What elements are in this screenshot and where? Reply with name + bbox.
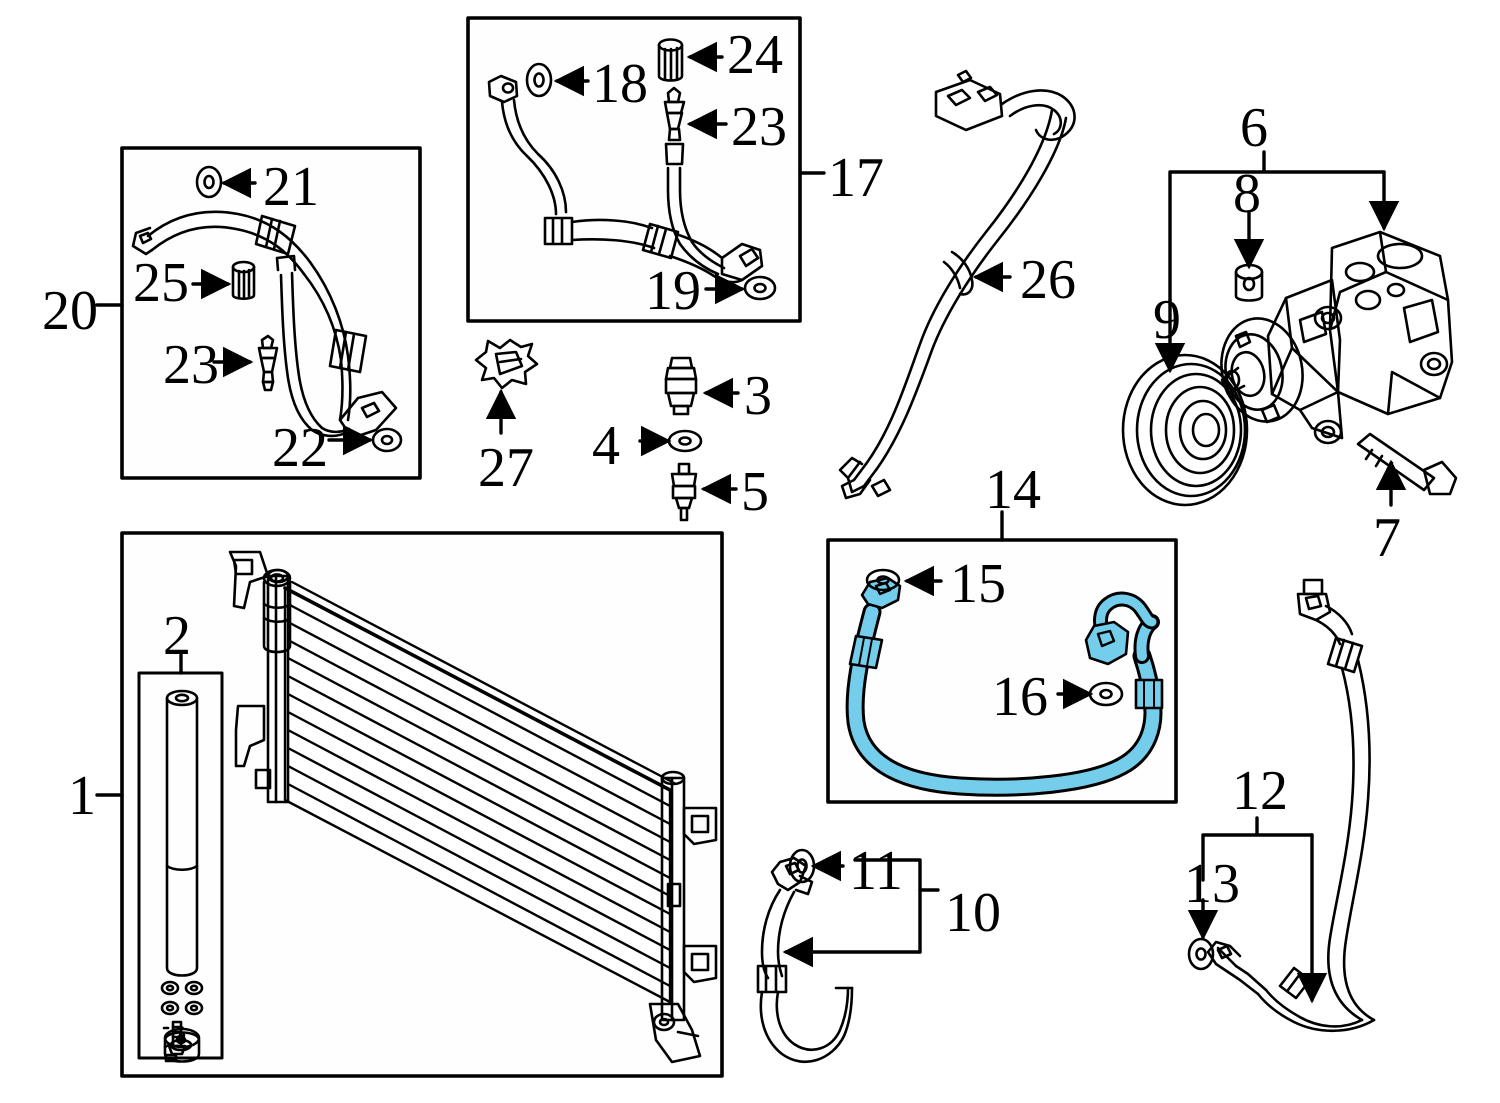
panel-box-20 bbox=[120, 146, 422, 480]
callout-11: 11 bbox=[849, 840, 903, 902]
mounting-clip-27 bbox=[474, 338, 539, 390]
callout-13: 13 bbox=[1184, 853, 1240, 915]
seal-ring-22 bbox=[371, 427, 403, 453]
condenser-left-tank bbox=[228, 550, 292, 804]
seal-ring-18 bbox=[525, 62, 553, 98]
callout-23-panel20: 23 bbox=[163, 334, 219, 396]
leader-6 bbox=[1168, 150, 1400, 302]
callout-25: 25 bbox=[133, 252, 189, 314]
panel-box-2-drier bbox=[137, 671, 224, 1060]
receiver-drier-kit-2 bbox=[160, 689, 204, 1063]
callout-22: 22 bbox=[272, 417, 328, 479]
callout-8: 8 bbox=[1233, 163, 1261, 225]
panel-box-17 bbox=[466, 16, 802, 323]
callout-14: 14 bbox=[985, 459, 1041, 521]
compressor-bolt-7 bbox=[1356, 432, 1458, 496]
callout-3: 3 bbox=[744, 365, 772, 427]
callout-17: 17 bbox=[828, 147, 884, 209]
liquid-line-assembly-20 bbox=[131, 210, 398, 440]
callout-12: 12 bbox=[1232, 760, 1288, 822]
callout-7: 7 bbox=[1373, 507, 1401, 569]
expansion-valve-5 bbox=[670, 462, 698, 522]
leader-12 bbox=[1201, 816, 1328, 1004]
refrigerant-line-assembly-17 bbox=[487, 74, 764, 284]
valve-cap-25 bbox=[231, 260, 256, 301]
pressure-switch-3 bbox=[664, 356, 698, 416]
compressor-assembly-6 bbox=[1220, 230, 1454, 445]
service-valve-23a bbox=[257, 334, 279, 392]
valve-cap-24 bbox=[657, 38, 684, 82]
seal-ring-19 bbox=[743, 275, 777, 301]
callout-10: 10 bbox=[945, 882, 1001, 944]
callout-16: 16 bbox=[992, 666, 1048, 728]
condenser-core bbox=[283, 580, 678, 1004]
callout-23-panel17: 23 bbox=[731, 96, 787, 158]
refrigerant-line-26 bbox=[838, 69, 1076, 500]
service-valve-23b bbox=[663, 86, 686, 166]
callout-18: 18 bbox=[592, 53, 648, 115]
seal-ring-4 bbox=[667, 429, 703, 453]
callout-26: 26 bbox=[1020, 249, 1076, 311]
callout-20: 20 bbox=[42, 280, 98, 342]
discharge-line-12 bbox=[1206, 578, 1376, 1033]
callout-27: 27 bbox=[478, 437, 534, 499]
leader-10 bbox=[782, 858, 940, 968]
clutch-pulley-9 bbox=[1121, 353, 1249, 507]
condenser-right-tank bbox=[648, 770, 718, 1064]
callout-4: 4 bbox=[592, 415, 620, 477]
callout-9: 9 bbox=[1153, 289, 1181, 351]
callout-5: 5 bbox=[741, 461, 769, 523]
callout-15: 15 bbox=[950, 553, 1006, 615]
callout-6: 6 bbox=[1240, 97, 1268, 159]
bushing-8 bbox=[1234, 263, 1264, 302]
callout-1: 1 bbox=[68, 765, 96, 827]
suction-hose-10 bbox=[756, 856, 854, 1064]
seal-ring-11 bbox=[788, 848, 816, 884]
callout-2: 2 bbox=[163, 605, 191, 667]
callout-24: 24 bbox=[727, 24, 783, 86]
highlighted-hose-14 bbox=[845, 576, 1164, 797]
callout-19: 19 bbox=[645, 260, 701, 322]
seal-ring-16 bbox=[1088, 681, 1124, 707]
seal-ring-21 bbox=[195, 165, 223, 199]
seal-ring-15 bbox=[865, 568, 901, 592]
callout-21: 21 bbox=[263, 156, 319, 218]
seal-ring-13 bbox=[1187, 937, 1215, 971]
